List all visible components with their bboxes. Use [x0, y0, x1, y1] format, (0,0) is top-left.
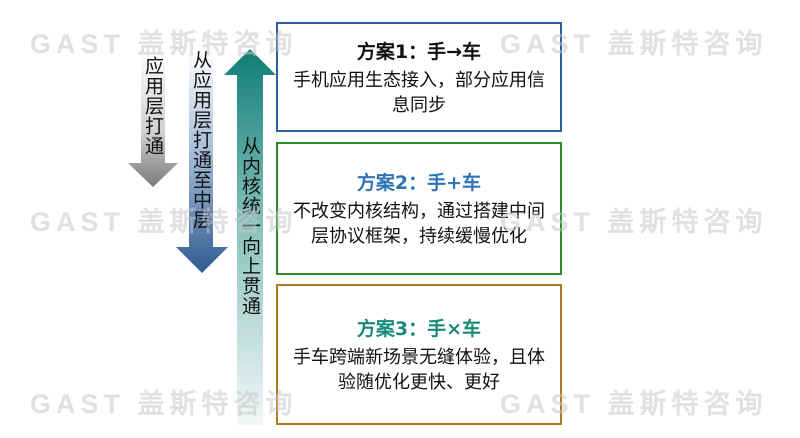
kernel-up-label: 从内核统一向上贯通: [239, 136, 261, 316]
plan-1-title: 方案1：手→车: [356, 40, 482, 63]
plan-2-box: 方案2：手+车 不改变内核结构，通过搭建中间层协议框架，持续缓慢优化: [276, 142, 562, 275]
plan-1-box: 方案1：手→车 手机应用生态接入，部分应用信息同步: [276, 22, 562, 132]
middle-layer-down-arrow: [176, 50, 228, 273]
plan-2-title: 方案2：手+车: [356, 172, 482, 194]
plan-1-body: 手机应用生态接入，部分应用信息同步: [293, 69, 545, 116]
app-layer-down-arrow: [128, 50, 178, 187]
to-middle-label: 从应用层打通至中层: [190, 50, 212, 230]
kernel-up-arrow: [224, 49, 276, 425]
app-layer-label: 应用层打通: [142, 56, 164, 156]
plan-2-body: 不改变内核结构，通过搭建中间层协议框架，持续缓慢优化: [293, 201, 545, 247]
plan-3-title: 方案3：手×车: [356, 318, 482, 340]
plan-3-box: 方案3：手×车 手车跨端新场景无缝体验，且体验随优化更快、更好: [276, 284, 562, 425]
plan-3-body: 手车跨端新场景无缝体验，且体验随优化更快、更好: [293, 347, 545, 393]
